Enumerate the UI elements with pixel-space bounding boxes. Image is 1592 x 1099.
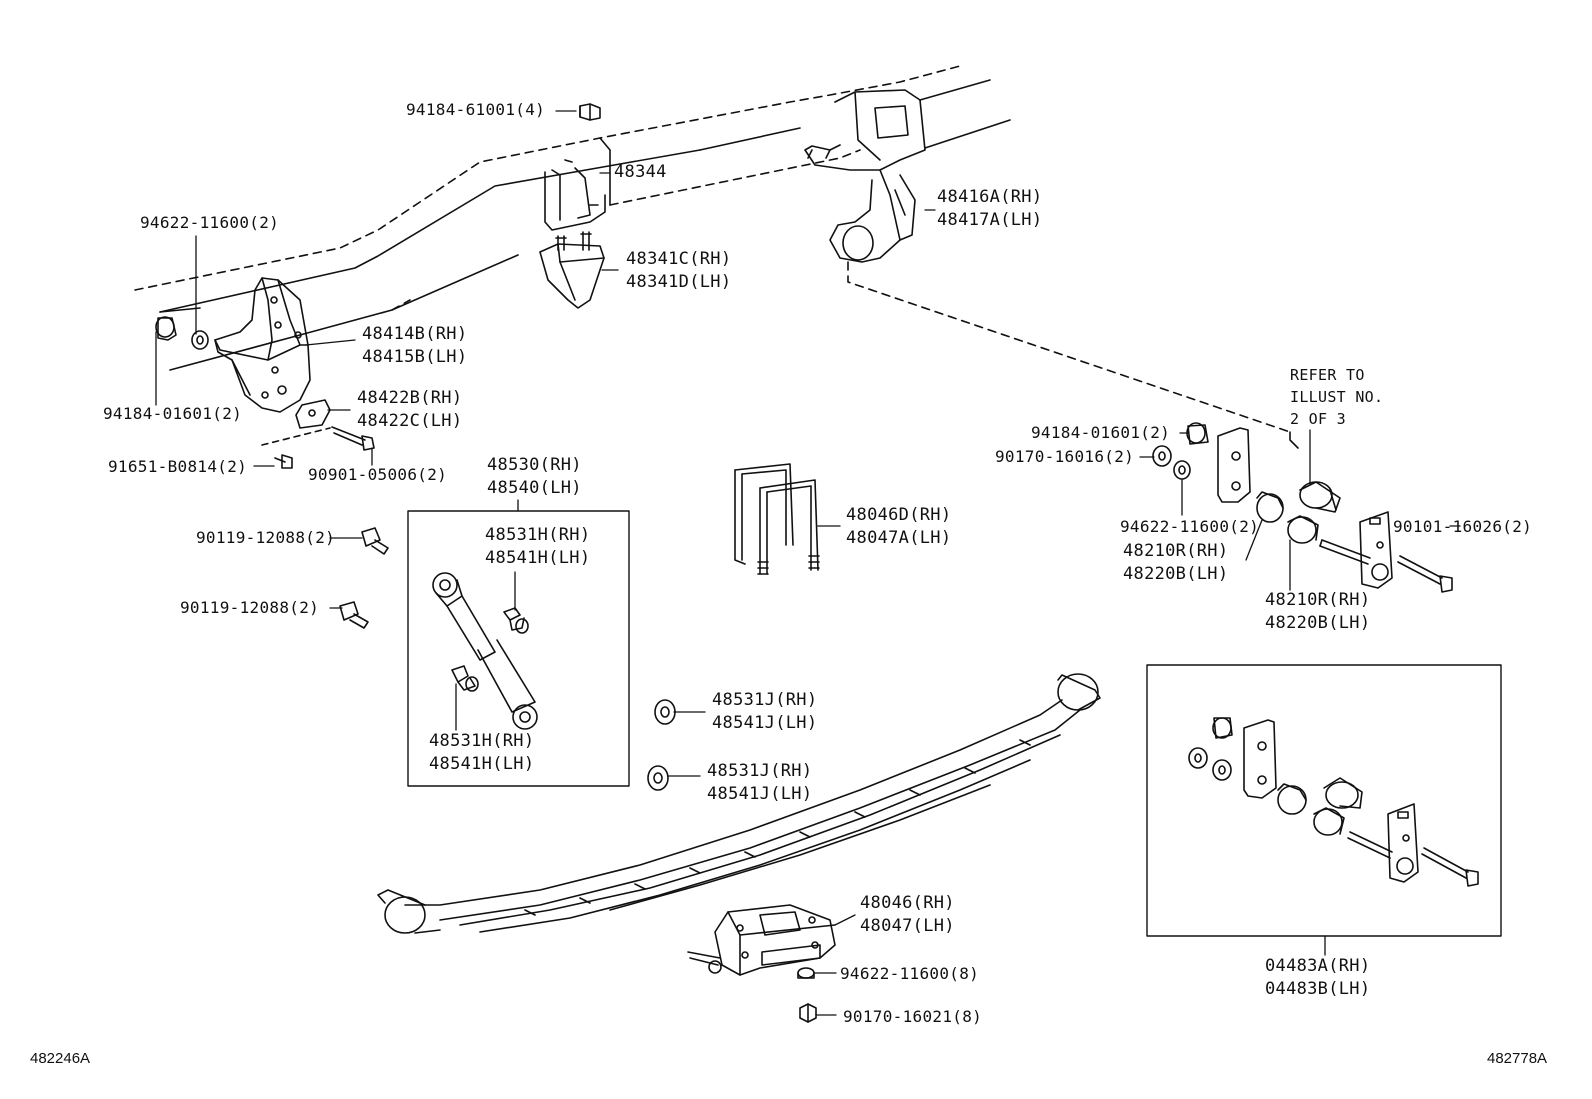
label-part-rh: 48531H(RH) xyxy=(429,731,535,751)
label-part-rh: 48530(RH) xyxy=(487,455,582,475)
label-bracket-48414: 48414B(RH) 48415B(LH) xyxy=(362,323,467,369)
label-part-lh: 48220B(LH) xyxy=(1265,613,1371,633)
label-part-lh: 48541J(LH) xyxy=(712,713,818,733)
label-bolt-90119-b: 90119-12088(2) xyxy=(180,598,320,617)
label-seat-48046: 48046(RH) 48047(LH) xyxy=(860,892,955,938)
leader-dashed-91651 xyxy=(261,427,331,446)
label-bracket-48416: 48416A(RH) 48417A(LH) xyxy=(937,186,1042,232)
label-part-rh: 48414B(RH) xyxy=(362,324,468,344)
bumper-seat-48341 xyxy=(539,231,605,309)
label-bolt-90119-a: 90119-12088(2) xyxy=(196,528,336,547)
washer-94622-bottom xyxy=(797,967,815,979)
label-washer-94622-bottom: 94622-11600(8) xyxy=(840,964,980,983)
bushing-48531h-top xyxy=(503,607,529,634)
label-bolt-90101: 90101-16026(2) xyxy=(1393,517,1533,536)
label-washer-94622-top: 94622-11600(2) xyxy=(140,213,280,232)
bolt-91651 xyxy=(274,454,293,469)
refer-note-line-2: ILLUST NO. xyxy=(1290,388,1384,406)
label-bushing-48531h-top: 48531H(RH) 48541H(LH) xyxy=(485,524,590,570)
label-part-lh: 04483B(LH) xyxy=(1265,979,1371,999)
label-bushing-48210-b: 48210R(RH) 48220B(LH) xyxy=(1265,589,1370,635)
label-part-lh: 48417A(LH) xyxy=(937,210,1043,230)
leaf-spring xyxy=(377,673,1101,934)
label-bumper-48344: 48344 xyxy=(614,162,667,182)
refer-note-line-3: 2 OF 3 xyxy=(1290,410,1346,428)
leader-dashed-shackle xyxy=(847,261,1291,433)
label-part-rh: 48210R(RH) xyxy=(1123,541,1229,561)
spring-seat-48046 xyxy=(687,904,836,976)
label-part-lh: 48541H(LH) xyxy=(485,548,591,568)
label-nut-94184-01601-right: 94184-01601(2) xyxy=(1031,423,1171,442)
label-bumper-48341: 48341C(RH) 48341D(LH) xyxy=(626,248,731,294)
label-bolt-90901: 90901-05006(2) xyxy=(308,465,448,484)
label-plate-48422: 48422B(RH) 48422C(LH) xyxy=(357,387,462,433)
shock-absorber xyxy=(432,572,538,730)
washers-left xyxy=(155,316,209,350)
label-part-lh: 48422C(LH) xyxy=(357,411,463,431)
label-part-lh: 48220B(LH) xyxy=(1123,564,1229,584)
label-part-lh: 48341D(LH) xyxy=(626,272,732,292)
front-hanger-bracket xyxy=(804,89,926,263)
shackle-assembly xyxy=(1152,422,1453,593)
label-part-rh: 48416A(RH) xyxy=(937,187,1043,207)
label-ubolt-48046d: 48046D(RH) 48047A(LH) xyxy=(846,504,951,550)
nut-90170-16021 xyxy=(799,1003,817,1023)
kit-parts xyxy=(1188,717,1479,887)
u-bolts-48046d xyxy=(734,463,820,575)
label-part-lh: 48047A(LH) xyxy=(846,528,952,548)
plate-48422 xyxy=(295,399,331,429)
label-bushing-48210-a: 48210R(RH) 48220B(LH) xyxy=(1123,540,1228,586)
nut-94184-61001 xyxy=(579,103,601,121)
label-part-rh: 48531J(RH) xyxy=(707,761,813,781)
label-absorber-48530: 48530(RH) 48540(LH) xyxy=(487,454,582,500)
label-part-rh: 48422B(RH) xyxy=(357,388,463,408)
bolt-90901 xyxy=(331,426,375,451)
bushing-48531h-bottom xyxy=(451,665,479,692)
label-washer-48531j-b: 48531J(RH) 48541J(LH) xyxy=(707,760,812,806)
washer-48531j-a xyxy=(654,699,676,725)
footer-left-code: 482246A xyxy=(30,1050,91,1067)
label-part-rh: 48046D(RH) xyxy=(846,505,952,525)
label-washer-48531j-a: 48531J(RH) 48541J(LH) xyxy=(712,689,817,735)
label-part-rh: 04483A(RH) xyxy=(1265,956,1371,976)
label-part-lh: 48047(LH) xyxy=(860,916,955,936)
label-part-lh: 48541J(LH) xyxy=(707,784,813,804)
label-bolt-91651: 91651-B0814(2) xyxy=(108,457,248,476)
label-bushing-48531h-bottom: 48531H(RH) 48541H(LH) xyxy=(429,730,534,776)
refer-note-line-1: REFER TO xyxy=(1290,366,1365,384)
bump-stopper-48344 xyxy=(544,159,606,231)
footer-right-code: 482778A xyxy=(1487,1050,1548,1067)
label-kit-04483: 04483A(RH) 04483B(LH) xyxy=(1265,955,1370,1001)
label-part-lh: 48415B(LH) xyxy=(362,347,468,367)
kit-box xyxy=(1146,664,1502,937)
label-nut-94184-61001: 94184-61001(4) xyxy=(406,100,546,119)
label-part-rh: 48531J(RH) xyxy=(712,690,818,710)
label-washer-94622-right: 94622-11600(2) xyxy=(1120,517,1260,536)
label-part-lh: 48541H(LH) xyxy=(429,754,535,774)
label-part-rh: 48046(RH) xyxy=(860,893,955,913)
label-part-lh: 48540(LH) xyxy=(487,478,582,498)
rear-hanger-bracket xyxy=(214,277,311,413)
label-nut-94184-01601-left: 94184-01601(2) xyxy=(103,404,243,423)
label-washer-90170-16016: 90170-16016(2) xyxy=(995,447,1135,466)
label-part-rh: 48210R(RH) xyxy=(1265,590,1371,610)
label-part-rh: 48531H(RH) xyxy=(485,525,591,545)
bolt-90119-b xyxy=(339,601,369,629)
label-nut-90170-16021: 90170-16021(8) xyxy=(843,1007,983,1026)
leader-lines xyxy=(155,110,1461,1016)
washer-48531j-b xyxy=(647,765,669,791)
bolt-90119-a xyxy=(361,527,389,555)
label-refer-note: REFER TO ILLUST NO. 2 OF 3 xyxy=(1290,364,1383,430)
label-part-rh: 48341C(RH) xyxy=(626,249,732,269)
